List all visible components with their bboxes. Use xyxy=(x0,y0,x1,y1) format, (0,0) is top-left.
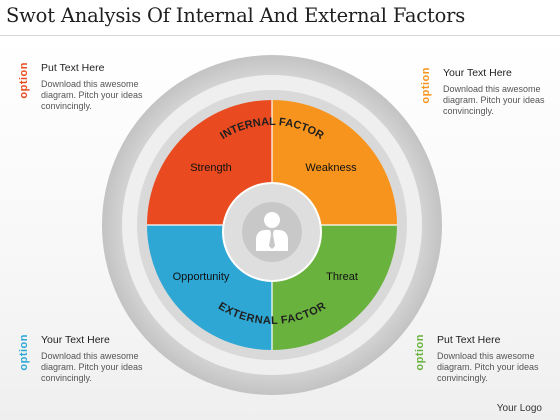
weakness-label: Weakness xyxy=(305,162,357,174)
callout-body: Download this awesome diagram. Pitch you… xyxy=(437,351,539,383)
callout-heading: Your Text Here xyxy=(443,67,512,79)
logo-text: Your Logo xyxy=(496,403,542,414)
weakness-puzzle-tab xyxy=(274,136,296,158)
callout-heading: Put Text Here xyxy=(437,334,501,346)
callout-heading: Put Text Here xyxy=(41,62,105,74)
opportunity-puzzle-tab xyxy=(248,307,270,329)
callout-body: Download this awesome diagram. Pitch you… xyxy=(41,79,143,111)
callout-body: Download this awesome diagram. Pitch you… xyxy=(443,84,545,116)
threat-label: Threat xyxy=(326,271,358,283)
opportunity-label: Opportunity xyxy=(173,271,230,283)
option-label: option xyxy=(18,62,30,99)
callout-heading: Your Text Here xyxy=(41,334,110,346)
option-label: option xyxy=(420,67,432,104)
callout-body: Download this awesome diagram. Pitch you… xyxy=(41,351,143,383)
header-divider xyxy=(0,35,560,36)
page-title: Swot Analysis Of Internal And External F… xyxy=(6,4,466,27)
option-label: option xyxy=(18,334,30,371)
option-label: option xyxy=(414,334,426,371)
person-icon xyxy=(256,212,288,251)
strength-label: Strength xyxy=(190,162,232,174)
